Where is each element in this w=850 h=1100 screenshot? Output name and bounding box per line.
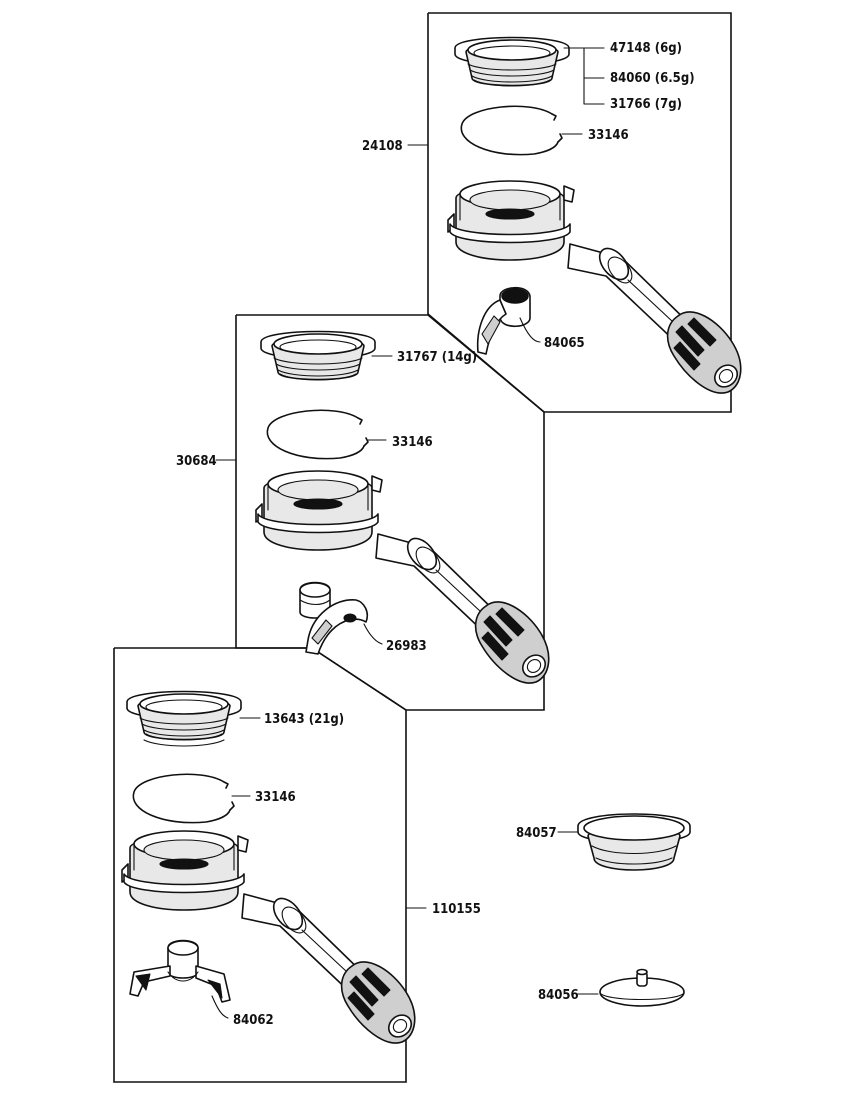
part-84057-blind-basket xyxy=(557,813,691,871)
portafilter-3 xyxy=(121,830,417,1044)
label-84060: 84060 (6.5g) xyxy=(610,71,695,86)
group-frame-24108 xyxy=(427,12,732,413)
callout-lines-30684 xyxy=(215,355,393,645)
spout-84062 xyxy=(129,939,231,1003)
label-33146-c: 33146 xyxy=(255,790,296,805)
portafilter-1 xyxy=(447,180,743,394)
callout-lines-110155 xyxy=(211,717,427,1019)
spring-ring-3 xyxy=(132,773,235,824)
label-84056: 84056 xyxy=(538,988,579,1003)
group-frame-110155 xyxy=(113,647,407,1083)
label-31767: 31767 (14g) xyxy=(397,350,477,365)
label-assembly-24108: 24108 xyxy=(362,139,403,154)
basket-single xyxy=(454,36,570,87)
spout-84065 xyxy=(476,286,531,355)
callout-lines-24108 xyxy=(407,47,605,343)
label-assembly-30684: 30684 xyxy=(176,454,217,469)
spring-ring-1 xyxy=(460,105,563,156)
spout-26983 xyxy=(299,581,369,655)
spring-ring-2 xyxy=(266,409,369,460)
label-33146-a: 33146 xyxy=(588,128,629,143)
label-84062: 84062 xyxy=(233,1013,274,1028)
basket-double xyxy=(260,330,376,381)
label-47148: 47148 (6g) xyxy=(610,41,682,56)
label-assembly-110155: 110155 xyxy=(432,902,481,917)
label-31766: 31766 (7g) xyxy=(610,97,682,112)
label-26983: 26983 xyxy=(386,639,427,654)
label-33146-b: 33146 xyxy=(392,435,433,450)
part-84056-disc xyxy=(577,968,685,1007)
label-84065: 84065 xyxy=(544,336,585,351)
label-13643: 13643 (21g) xyxy=(264,712,344,727)
label-84057: 84057 xyxy=(516,826,557,841)
basket-triple xyxy=(126,690,242,747)
